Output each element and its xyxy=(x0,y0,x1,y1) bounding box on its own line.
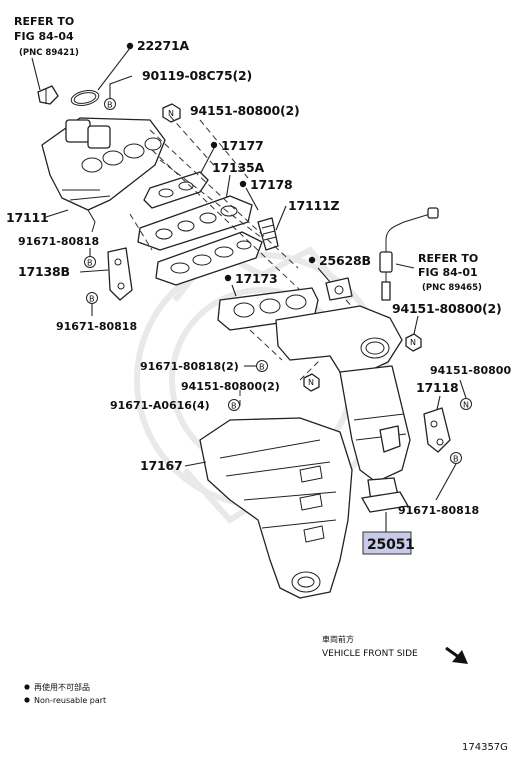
legend-dot-icon xyxy=(24,684,30,690)
direction-jp: 車両前方 xyxy=(322,634,354,644)
bracket-17138B[interactable] xyxy=(107,247,133,301)
gasket-25628B[interactable] xyxy=(325,277,353,301)
label-17111Z: 17111Z xyxy=(288,198,339,213)
leader-17138B xyxy=(79,269,109,273)
svg-text:B: B xyxy=(107,101,113,110)
svg-text:N: N xyxy=(308,378,314,387)
svg-text:REFER TO: REFER TO xyxy=(418,252,478,265)
badge-b-lower-bracket: B xyxy=(86,292,98,304)
svg-text:B: B xyxy=(453,455,459,464)
leader-22271A xyxy=(97,47,131,91)
label-91671-80818-a: 91671-80818 xyxy=(18,235,99,248)
leader-91671-c xyxy=(435,463,457,501)
badge-b-bracket: B xyxy=(84,256,96,268)
label-91671-80818-b: 91671-80818 xyxy=(56,320,137,333)
gasket-17177[interactable] xyxy=(143,171,209,209)
legend-jp: 再使用不可部品 xyxy=(34,682,90,692)
label-25628B: 25628B xyxy=(319,253,371,268)
direction-en: VEHICLE FRONT SIDE xyxy=(322,649,418,659)
highlight-25051[interactable] xyxy=(362,531,412,555)
leader-ref-right xyxy=(395,263,415,269)
legend-dot-icon xyxy=(24,697,30,703)
reference-note-right: REFER TO FIG 84-01 (PNC 89465) xyxy=(418,252,482,293)
leader-17173 xyxy=(231,284,237,297)
nut-94151-low[interactable]: N xyxy=(303,373,320,392)
badge-b-90119: B xyxy=(104,98,116,110)
badge-n-right: N xyxy=(460,398,472,410)
svg-text:B: B xyxy=(231,402,237,411)
svg-text:FIG 84-01: FIG 84-01 xyxy=(418,266,478,279)
label-17138B: 17138B xyxy=(18,264,70,279)
badge-b-91671-2: B xyxy=(256,360,268,372)
leader-17111 xyxy=(45,209,69,218)
direction-arrow-icon xyxy=(445,646,468,664)
heat-insulator-17167[interactable] xyxy=(199,417,353,599)
legend-en: Non-reusable part xyxy=(34,696,106,705)
label-17178: 17178 xyxy=(250,177,293,192)
label-91671-80818-c: 91671-80818 xyxy=(398,504,479,517)
label-17118: 17118 xyxy=(416,380,459,395)
gasket-ring-22271A[interactable] xyxy=(70,88,100,108)
leader-17178 xyxy=(245,187,259,211)
svg-text:REFER TO: REFER TO xyxy=(14,15,74,28)
gasket-plate-lower[interactable] xyxy=(155,231,263,286)
svg-text:(PNC 89465): (PNC 89465) xyxy=(422,283,482,293)
leader-90119 xyxy=(109,75,133,98)
label-94151-low: 94151-80800(2) xyxy=(181,380,280,393)
label-22271A: 22271A xyxy=(137,38,189,53)
non-reusable-dot xyxy=(308,256,316,264)
label-17177: 17177 xyxy=(221,138,264,153)
leader-17111Z xyxy=(275,205,287,231)
exhaust-manifold-converter-25051[interactable] xyxy=(275,305,411,509)
label-94151-right: 94151-80800 xyxy=(430,364,511,377)
hose-clip xyxy=(37,85,59,105)
non-reusable-dot xyxy=(126,42,134,50)
label-17173: 17173 xyxy=(235,271,278,286)
label-94151-top: 94151-80800(2) xyxy=(190,103,300,118)
leader-94151-mid xyxy=(413,315,419,335)
stud-bolt[interactable] xyxy=(257,217,279,251)
label-94151-mid: 94151-80800(2) xyxy=(392,301,502,316)
leader-17135A xyxy=(225,174,231,201)
label-17135A: 17135A xyxy=(212,160,264,175)
reference-note-top: REFER TO FIG 84-04 (PNC 89421) xyxy=(14,15,79,58)
label-25051: 25051 xyxy=(367,537,415,553)
manifold-17111[interactable] xyxy=(41,117,166,233)
badge-b-17118: B xyxy=(450,452,462,464)
badge-b-A0616: B xyxy=(228,399,240,411)
svg-text:N: N xyxy=(410,338,416,347)
figure-code: 174357G xyxy=(462,742,508,753)
label-17167: 17167 xyxy=(140,458,183,473)
svg-text:N: N xyxy=(168,109,174,118)
label-91671-A0616: 91671-A0616(4) xyxy=(110,399,210,412)
svg-text:(PNC 89421): (PNC 89421) xyxy=(19,48,79,58)
label-91671-80818-2: 91671-80818(2) xyxy=(140,360,239,373)
non-reusable-dot xyxy=(239,180,247,188)
flange-25051[interactable] xyxy=(361,491,409,513)
nut-94151-mid[interactable]: N xyxy=(405,333,422,352)
leader-94151-right xyxy=(459,379,467,399)
leader-25628B xyxy=(317,267,331,283)
label-90119-08C75: 90119-08C75(2) xyxy=(142,68,252,83)
assembly-guide-lines xyxy=(129,115,363,410)
svg-text:B: B xyxy=(87,259,93,268)
svg-text:B: B xyxy=(89,295,95,304)
label-17111: 17111 xyxy=(6,210,49,225)
svg-text:FIG 84-04: FIG 84-04 xyxy=(14,30,74,43)
oxygen-sensor[interactable] xyxy=(379,207,439,301)
non-reusable-dot xyxy=(210,141,218,149)
leader-17167 xyxy=(184,461,207,467)
non-reusable-dot xyxy=(224,274,232,282)
svg-text:N: N xyxy=(463,401,469,410)
bracket-17118[interactable] xyxy=(423,407,451,453)
svg-text:B: B xyxy=(259,363,265,372)
leader-ref-top xyxy=(31,57,41,91)
nut-94151-top[interactable]: N xyxy=(162,103,181,123)
